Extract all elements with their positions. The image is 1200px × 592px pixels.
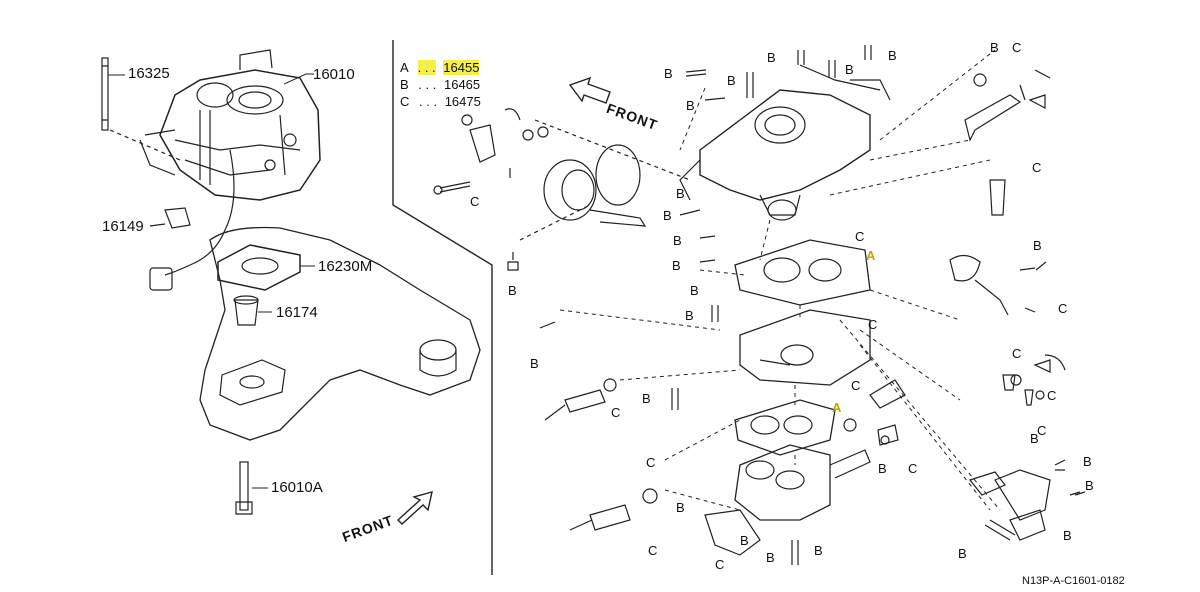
legend-value: 16475 <box>444 94 481 109</box>
legend-dots: . . . <box>417 60 436 75</box>
part-label-16149: 16149 <box>102 218 144 235</box>
callout-b: B <box>673 233 682 248</box>
callout-a: A <box>866 248 876 263</box>
callout-b: B <box>672 258 681 273</box>
front-arrow-lower <box>396 491 433 525</box>
callout-b: B <box>845 62 854 77</box>
callout-b: B <box>1033 238 1042 253</box>
callout-b: B <box>767 50 776 65</box>
callout-b: B <box>1030 431 1039 446</box>
callout-b: B <box>676 500 685 515</box>
callout-b: B <box>1085 478 1094 493</box>
callout-c: C <box>908 461 918 476</box>
callout-b: B <box>766 550 775 565</box>
carburetor-body-drawing <box>739 309 871 386</box>
part-label-16230m: 16230M <box>318 258 373 275</box>
part-label-16010a: 16010A <box>271 479 323 496</box>
legend-dots: . . . <box>418 77 437 92</box>
callout-b: B <box>676 186 685 201</box>
throttle-body-drawing <box>704 444 871 556</box>
callout-b: B <box>642 391 651 406</box>
legend-value: 16455 <box>443 60 480 75</box>
callout-c: C <box>715 557 725 572</box>
callout-c: C <box>1037 423 1047 438</box>
callout-b: B <box>814 543 823 558</box>
part-label-16174: 16174 <box>276 304 318 321</box>
callout-b: B <box>686 98 695 113</box>
callout-b: B <box>1083 454 1092 469</box>
legend-key: B <box>400 77 409 92</box>
callout-b: B <box>1063 528 1072 543</box>
dashed-leaders <box>559 49 1001 511</box>
linkage-parts-drawing <box>949 69 1051 316</box>
callout-b: B <box>727 73 736 88</box>
callout-b: B <box>685 308 694 323</box>
legend-key: A <box>400 60 408 75</box>
callout-b: B <box>990 40 999 55</box>
lower-gasket-drawing <box>734 399 836 456</box>
callout-b: B <box>530 356 539 371</box>
carburetor-assembly-drawing <box>139 49 321 291</box>
callout-c: C <box>1012 346 1022 361</box>
callout-b: B <box>664 66 673 81</box>
callout-b: B <box>508 283 517 298</box>
upper-gasket-drawing <box>734 239 871 306</box>
callout-b: B <box>690 283 699 298</box>
gasket-drawing <box>217 244 315 291</box>
callout-c: C <box>470 194 480 209</box>
long-stud-drawing <box>101 57 181 161</box>
callout-a: A <box>832 400 842 415</box>
callout-b: B <box>663 208 672 223</box>
callout-b: B <box>958 546 967 561</box>
diagram-code: N13P-A-C1601-0182 <box>1022 575 1125 587</box>
front-arrow-upper <box>568 76 611 104</box>
part-label-16325: 16325 <box>128 65 170 82</box>
callout-c: C <box>851 378 861 393</box>
legend-value: 16465 <box>443 77 481 92</box>
part-label-16010: 16010 <box>313 66 355 83</box>
callout-b: B <box>888 48 897 63</box>
callout-c: C <box>1058 301 1068 316</box>
legend-row-a: A . . . 16455 <box>400 60 480 75</box>
callout-b: B <box>740 533 749 548</box>
callout-c: C <box>646 455 656 470</box>
choke-parts-drawing <box>433 108 691 271</box>
callout-b: B <box>878 461 887 476</box>
callout-c: C <box>855 229 865 244</box>
intake-manifold-drawing <box>199 226 481 441</box>
callout-c: C <box>1012 40 1022 55</box>
callout-c: C <box>1047 388 1057 403</box>
bolts-drawing <box>539 45 1081 565</box>
callout-c: C <box>868 317 878 332</box>
carburetor-top-drawing <box>679 64 891 221</box>
callout-c: C <box>648 543 658 558</box>
callout-c: C <box>1032 160 1042 175</box>
legend-key: C <box>400 94 410 109</box>
legend-row-b: B . . . 16465 <box>400 77 480 92</box>
callout-c: C <box>611 405 621 420</box>
legend-dots: . . . <box>419 94 438 109</box>
leader-16010 <box>284 73 314 85</box>
legend-row-c: C . . . 16475 <box>400 94 481 109</box>
